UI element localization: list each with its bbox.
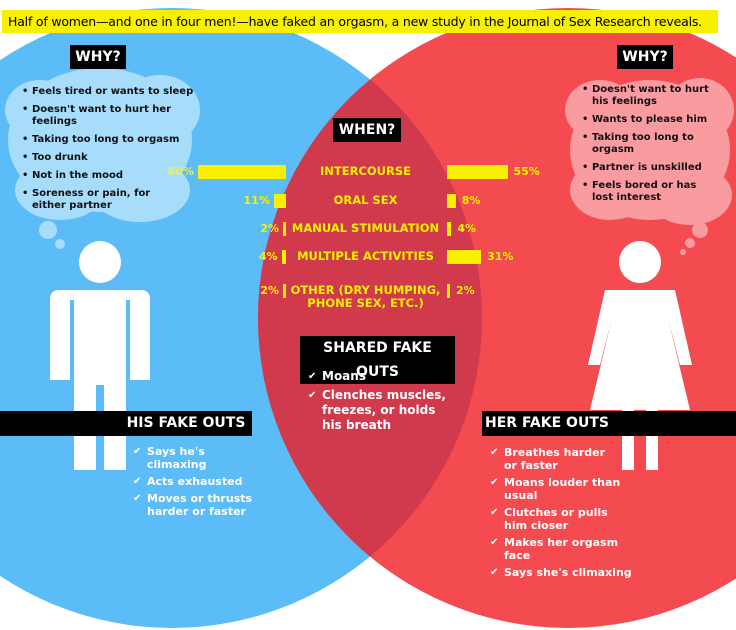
shared-fake-outs-heading: SHARED FAKE OUTS [300, 336, 455, 384]
category-label: INTERCOURSE [319, 164, 411, 178]
women-why-list: Doesn't want to hurt his feelings Wants … [582, 84, 717, 210]
his-fake-outs-heading: HIS FAKE OUTS [120, 411, 252, 436]
list-item: ✔Clutches or pulls him closer [490, 506, 608, 532]
men-bar [281, 250, 286, 264]
women-why-heading: WHY? [617, 45, 673, 69]
check-icon: ✔ [133, 446, 142, 457]
list-item: ✔Breathes harder or faster [490, 446, 606, 472]
check-icon: ✔ [490, 447, 499, 458]
men-value-label: 11% [243, 194, 270, 207]
men-why-item: Taking too long to orgasm [22, 134, 202, 146]
check-icon: ✔ [490, 507, 499, 518]
his-fake-outs-list: ✔Says he's climaxing ✔Acts exhausted ✔Mo… [133, 445, 258, 522]
women-bar [447, 284, 450, 298]
woman-figure [588, 241, 692, 470]
her-fake-outs-list: ✔Breathes harder or faster ✔Moans louder… [490, 446, 640, 583]
check-icon: ✔ [308, 390, 317, 401]
overlap-region [258, 8, 482, 628]
men-bar [273, 194, 286, 208]
men-why-item: Too drunk [22, 152, 202, 164]
her-fake-outs-heading: HER FAKE OUTS [482, 411, 612, 436]
men-why-item: Feels tired or wants to sleep [22, 86, 202, 98]
men-why-heading: WHY? [70, 45, 126, 69]
list-item: ✔Acts exhausted [133, 475, 243, 488]
list-item: ✔Moves or thrusts harder or faster [133, 492, 253, 518]
list-item: ✔Makes her orgasm face [490, 536, 619, 562]
women-why-item: Doesn't want to hurt his feelings [582, 84, 717, 108]
check-icon: ✔ [133, 476, 142, 487]
category-label: MULTIPLE ACTIVITIES [297, 249, 434, 263]
list-item: ✔Says he's climaxing [133, 445, 207, 471]
category-label: OTHER (DRY HUMPING, PHONE SEX, ETC.) [290, 283, 441, 310]
men-bar [283, 284, 286, 298]
category-label: ORAL SEX [333, 193, 398, 207]
women-value-label: 31% [487, 250, 514, 263]
women-value-label: 2% [456, 284, 475, 297]
men-why-item: Not in the mood [22, 170, 202, 182]
check-icon: ✔ [490, 477, 499, 488]
when-heading: WHEN? [333, 118, 401, 142]
women-why-item: Taking too long to orgasm [582, 132, 717, 156]
men-value-label: 2% [260, 222, 279, 235]
headline: Half of women—and one in four men!—have … [2, 10, 718, 33]
list-item: ✔Moans [308, 369, 366, 383]
men-bar [198, 165, 286, 179]
men-value-label: 80% [167, 165, 194, 178]
men-value-label: 2% [260, 284, 279, 297]
check-icon: ✔ [490, 537, 499, 548]
women-why-item: Partner is unskilled [582, 162, 717, 174]
women-value-label: 4% [457, 222, 477, 235]
check-icon: ✔ [133, 493, 142, 504]
women-bar [447, 194, 456, 208]
women-value-label: 8% [461, 194, 481, 207]
women-value-label: 55% [513, 165, 540, 178]
list-item: ✔Moans louder than usual [490, 476, 621, 502]
women-bar [447, 165, 508, 179]
check-icon: ✔ [490, 567, 499, 578]
men-why-item: Soreness or pain, for either partner [22, 188, 172, 212]
women-why-item: Feels bored or has lost interest [582, 180, 717, 204]
check-icon: ✔ [308, 371, 317, 382]
category-label: MANUAL STIMULATION [291, 221, 440, 235]
men-why-list: Feels tired or wants to sleep Doesn't wa… [22, 86, 202, 218]
shared-fake-outs-list: ✔Moans ✔Clenches muscles, freezes, or ho… [308, 369, 458, 437]
men-value-label: 4% [258, 250, 278, 263]
men-bar [283, 222, 286, 236]
list-item: ✔Says she's climaxing [490, 566, 632, 579]
list-item: ✔Clenches muscles, freezes, or holds his… [308, 388, 446, 432]
women-bar [447, 250, 482, 264]
women-bar [447, 222, 452, 236]
women-why-item: Wants to please him [582, 114, 717, 126]
men-why-item: Doesn't want to hurt her feelings [22, 104, 202, 128]
